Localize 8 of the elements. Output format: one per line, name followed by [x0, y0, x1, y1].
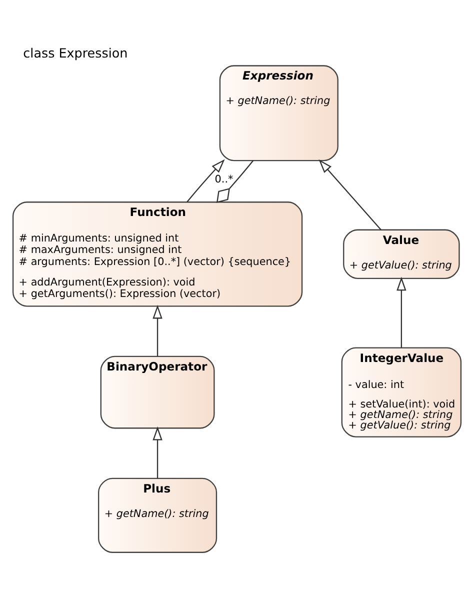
arrow — [152, 304, 162, 356]
arrow — [186, 158, 225, 202]
edge-label: 0..* — [214, 173, 234, 186]
arrow — [318, 158, 382, 230]
arrow — [396, 276, 406, 348]
diagram-title: class Expression — [23, 44, 128, 60]
arrow — [152, 426, 162, 478]
connector — [216, 160, 254, 202]
